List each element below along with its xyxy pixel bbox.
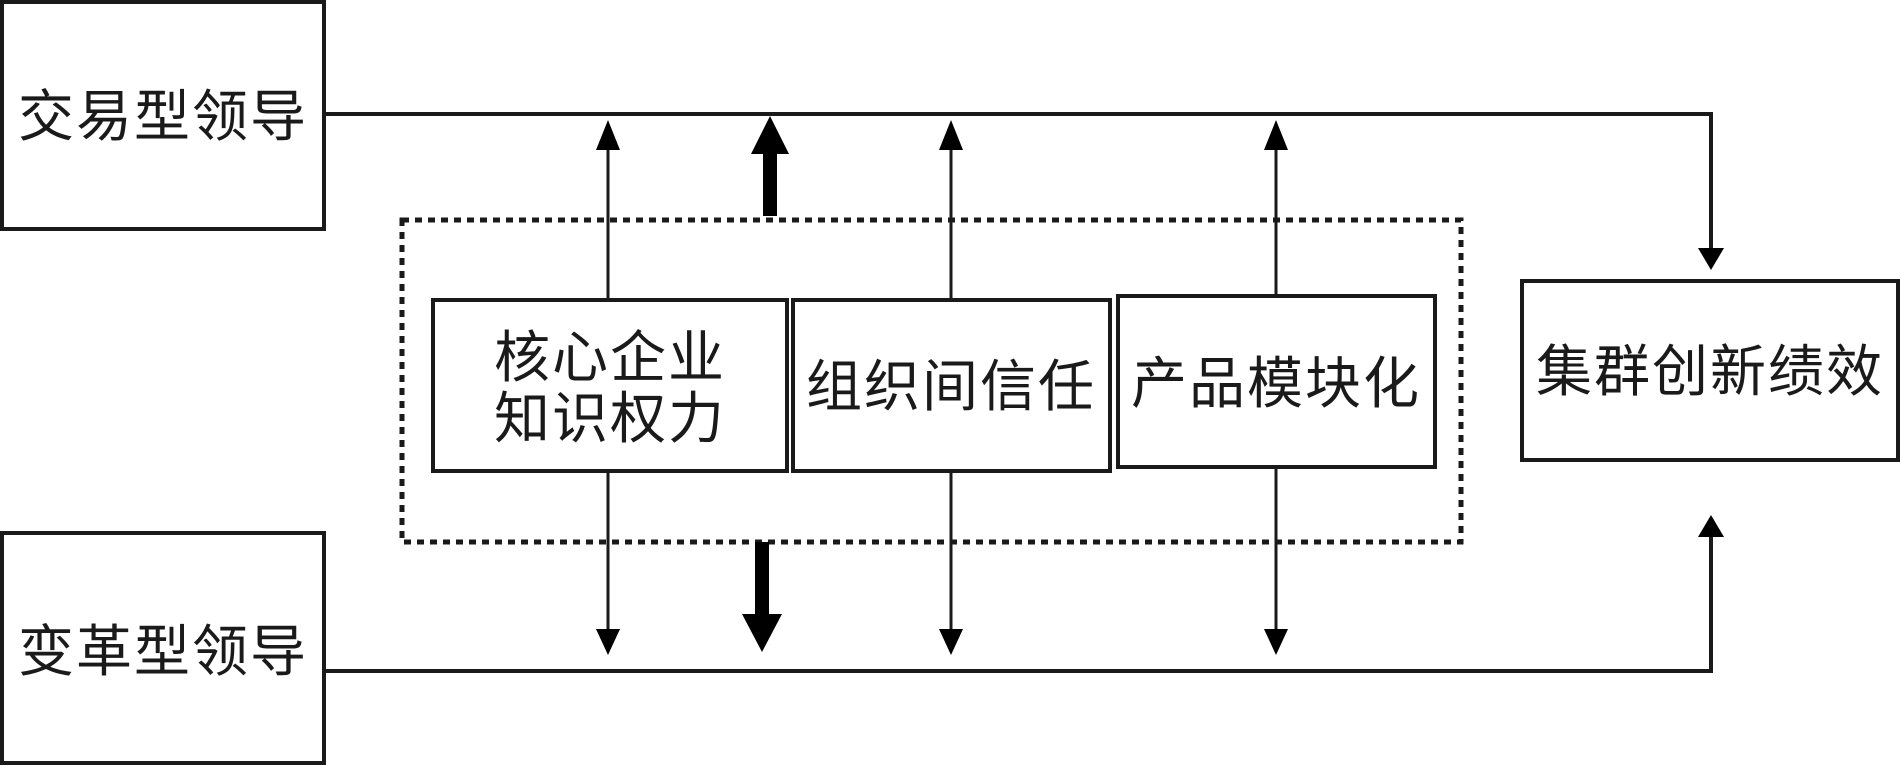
knowledge-power-label-line1: 核心企业 [494, 326, 726, 391]
cluster-innovation-label: 集群创新绩效 [1536, 340, 1884, 405]
trust-down-arrow-head [939, 629, 963, 655]
moderators-group [399, 217, 1464, 545]
transactional-leadership-box [0, 0, 326, 231]
knowledge-power-box [431, 298, 789, 473]
top-main-arrow-head [1698, 248, 1724, 270]
inter-org-trust-label: 组织间信任 [806, 355, 1096, 420]
transformational-leadership-label: 变革型领导 [18, 620, 308, 685]
bottom-main-arrow-head [1698, 515, 1724, 537]
top-main-connector [326, 112, 1713, 250]
inter-org-trust-box [791, 298, 1112, 473]
transformational-leadership-box [0, 531, 326, 765]
product-modularity-label: 产品模块化 [1131, 352, 1421, 417]
bold-up-arrow-head [751, 116, 789, 154]
cluster-innovation-box [1520, 279, 1900, 462]
modularity-down-arrow-head [1264, 629, 1288, 655]
trust-up-arrow-head [939, 120, 963, 150]
knowledge-down-arrow-head [596, 629, 620, 655]
product-modularity-box [1116, 294, 1437, 469]
knowledge-power-label-line2: 知识权力 [494, 387, 726, 452]
transactional-leadership-label: 交易型领导 [18, 85, 308, 150]
knowledge-up-arrow-head [596, 120, 620, 150]
bottom-main-connector [326, 535, 1713, 673]
bold-down-arrow-head [742, 614, 782, 652]
modularity-up-arrow-head [1264, 120, 1288, 150]
